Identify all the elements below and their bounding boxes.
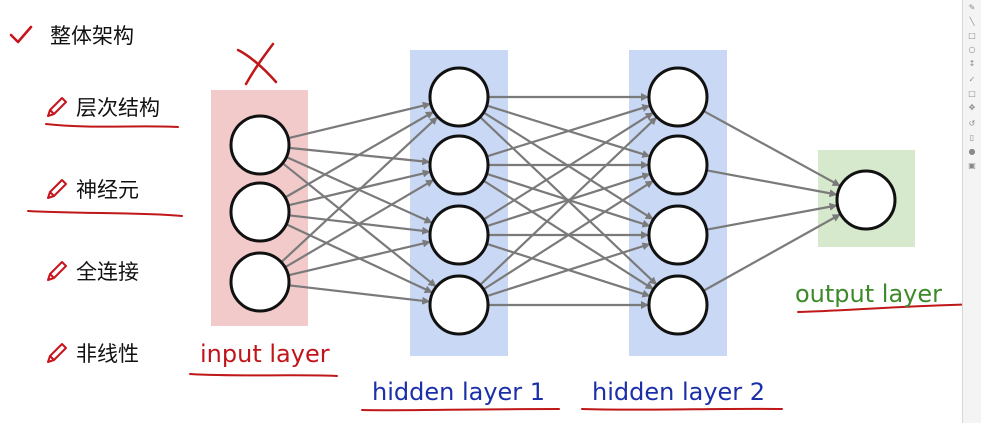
connection-edge [706, 202, 838, 231]
annotation-underline [797, 303, 981, 313]
hidden-2-neuron [647, 274, 709, 336]
toolbar-tool-icon[interactable]: ✎ [968, 3, 976, 12]
connection-edge [702, 213, 841, 292]
outline-item-neuron: 神经元 [44, 174, 139, 204]
handwritten-x-text: X [0, 0, 1, 1]
annotation-underline [361, 408, 560, 412]
outline-item-fully-connected: 全连接 [44, 256, 139, 286]
hidden-1-neuron [428, 134, 490, 196]
toolbar-doc-icon[interactable]: ▯ [969, 133, 975, 142]
layer-label-hidden-1: hidden layer 1 [372, 378, 546, 406]
hidden-2-neuron [647, 66, 709, 128]
outline-item-label: 全连接 [76, 260, 139, 284]
toolbar-check-icon[interactable]: ✓ [968, 75, 976, 84]
hidden-1-neuron [428, 204, 490, 266]
toolbar-rect-icon[interactable]: □ [968, 31, 976, 40]
annotation-underline [27, 210, 183, 217]
connection-edge [284, 111, 434, 199]
toolbar-arrow-icon[interactable]: ↕ [968, 59, 976, 68]
outline-item-label: 非线性 [76, 342, 139, 366]
outline-item-label: 神经元 [76, 178, 139, 202]
input-neuron [229, 114, 291, 176]
toolbar-circle-icon[interactable]: ○ [968, 45, 976, 54]
connection-edge [284, 179, 435, 269]
connection-edge [287, 239, 431, 277]
input-neuron [229, 251, 291, 313]
annotation-underline [189, 373, 338, 377]
side-toolbar: ✎ ╲ □ ○ ↕ ✓ □ ✥ ↺ ▯ ● ▣ [962, 0, 981, 423]
toolbar-square-icon[interactable]: □ [968, 89, 976, 98]
input-neuron [229, 181, 291, 243]
outline-item-nonlinearity: 非线性 [44, 338, 139, 368]
pencil-icon [47, 261, 67, 281]
hidden-2-neuron [647, 204, 709, 266]
hidden-1-neuron [428, 274, 490, 336]
connection-edge [482, 112, 654, 221]
connection-edge [280, 116, 438, 264]
hidden-2-neuron [647, 134, 709, 196]
handwritten-x-stroke [236, 48, 278, 84]
check-icon [9, 25, 33, 44]
handwritten-x-stroke [244, 42, 275, 86]
output-neuron [835, 169, 897, 231]
toolbar-save-icon[interactable]: ▣ [968, 161, 976, 170]
connection-edge [486, 104, 651, 158]
hidden-1-neuron [428, 66, 490, 128]
toolbar-move-icon[interactable]: ✥ [968, 103, 976, 112]
annotation-underline [581, 407, 783, 411]
pencil-icon [47, 343, 67, 363]
connection-edge [287, 101, 431, 140]
layer-label-hidden-2: hidden layer 2 [592, 378, 766, 406]
toolbar-dot-icon[interactable]: ● [968, 147, 976, 156]
pencil-icon [47, 97, 67, 117]
connection-edge [486, 242, 651, 298]
outline-item-hierarchy: 层次结构 [44, 92, 160, 122]
outline-title-label: 整体架构 [50, 24, 134, 48]
pencil-icon [47, 179, 67, 199]
toolbar-line-icon[interactable]: ╲ [969, 17, 975, 26]
toolbar-undo-icon[interactable]: ↺ [968, 119, 976, 128]
connection-edge [288, 284, 431, 305]
outline-title: 整体架构 [8, 20, 134, 50]
outline-item-label: 层次结构 [76, 96, 160, 120]
connection-edge [702, 109, 841, 187]
annotation-underline [45, 123, 179, 128]
layer-label-output: output layer [795, 280, 942, 308]
layer-label-input: input layer [200, 340, 330, 368]
connection-edge [482, 180, 654, 291]
connection-edge [479, 116, 658, 286]
connection-edge [706, 169, 838, 198]
